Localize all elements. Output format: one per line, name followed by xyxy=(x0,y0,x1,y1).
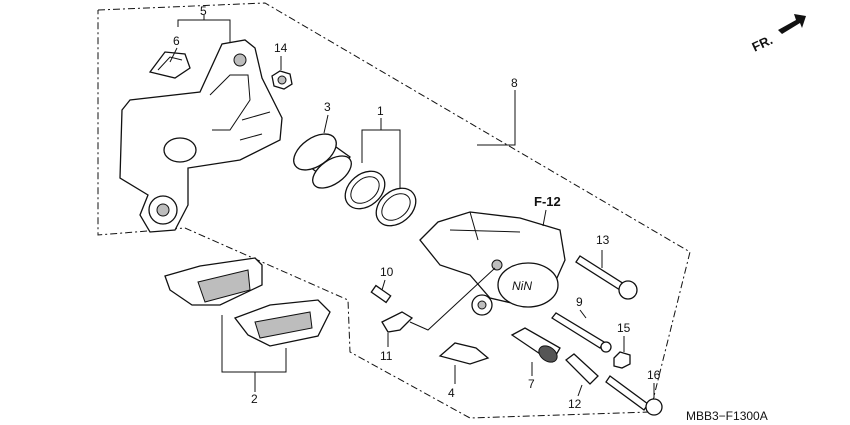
caliper-body: NiN xyxy=(419,211,566,316)
pin-sleeve xyxy=(565,353,599,385)
cap-nut xyxy=(271,70,293,90)
mounting-bolt xyxy=(605,375,663,416)
callout-10: 10 xyxy=(380,265,394,279)
retainer-clip xyxy=(148,51,191,79)
leader-lines xyxy=(169,15,655,398)
callout-7: 7 xyxy=(528,377,535,391)
bleed-valve xyxy=(370,284,392,304)
callout-8: 8 xyxy=(511,76,518,90)
pad-pin xyxy=(551,312,612,353)
caliper-piston xyxy=(293,133,352,189)
direction-label: FR. xyxy=(750,32,775,54)
pin-boot xyxy=(510,327,561,363)
callout-12: 12 xyxy=(568,397,582,411)
callout-13: 13 xyxy=(596,233,610,247)
caliper-pin-bolt xyxy=(575,255,638,300)
callout-3: 3 xyxy=(324,100,331,114)
callout-15: 15 xyxy=(617,321,631,335)
bleed-valve-cap xyxy=(381,311,414,333)
piston-seals xyxy=(344,170,417,227)
brake-pads xyxy=(164,257,331,347)
caliper-bracket xyxy=(119,39,283,233)
callout-2: 2 xyxy=(251,392,258,406)
callout-6: 6 xyxy=(173,34,180,48)
reference-label: F-12 xyxy=(534,194,561,209)
svg-text:NiN: NiN xyxy=(512,279,532,293)
callout-9: 9 xyxy=(576,295,583,309)
front-direction-arrow-icon: FR. xyxy=(750,14,806,55)
callout-4: 4 xyxy=(448,386,455,400)
callout-1: 1 xyxy=(377,104,384,118)
callout-14: 14 xyxy=(274,41,288,55)
callout-11: 11 xyxy=(380,349,393,363)
pad-spring xyxy=(438,342,490,365)
diagram-code: MBB3−F1300A xyxy=(686,409,768,423)
assembly-boundary xyxy=(97,2,691,419)
callout-16: 16 xyxy=(647,368,661,382)
pin-plug xyxy=(613,351,631,369)
callout-5: 5 xyxy=(200,4,207,18)
